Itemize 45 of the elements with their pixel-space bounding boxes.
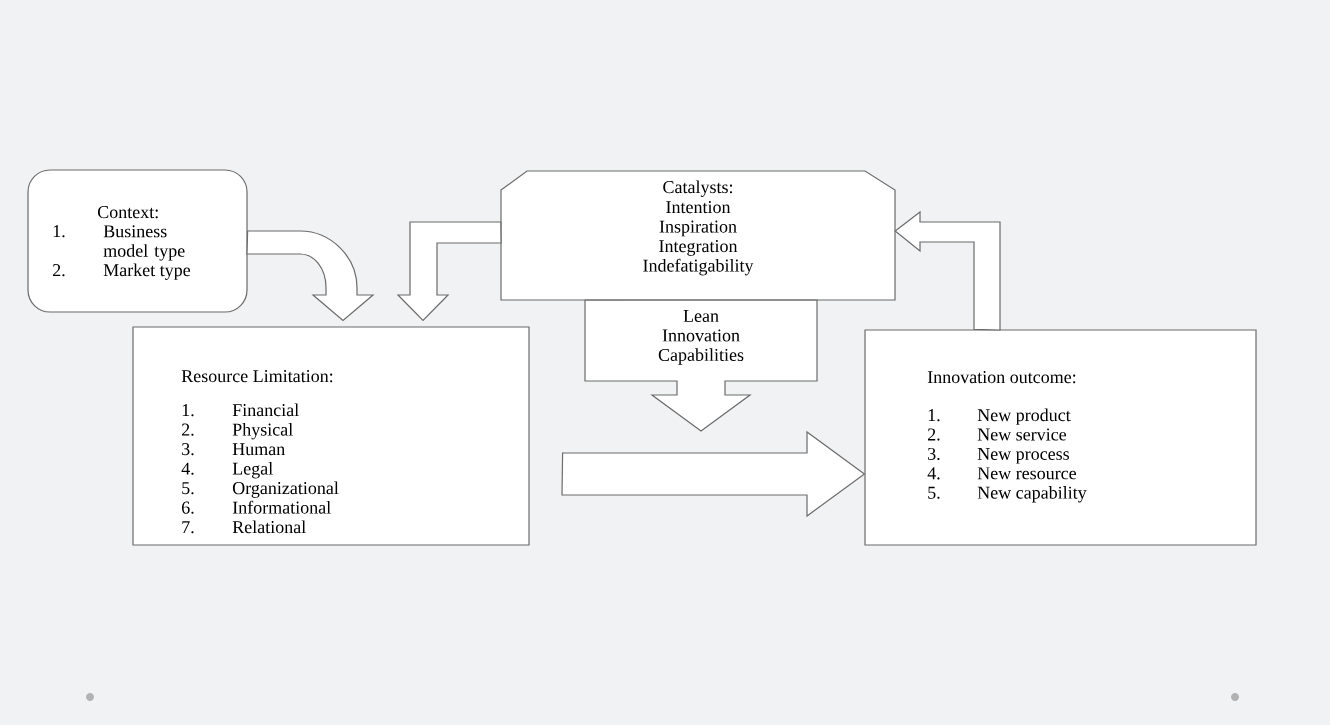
- list-item: Financial: [232, 403, 299, 417]
- list-item: New resource: [977, 467, 1077, 480]
- list-item: Organizational: [232, 481, 339, 498]
- list-item: Inspiration: [659, 220, 737, 237]
- list-number: 3.: [928, 447, 940, 461]
- list-number: 5.: [928, 486, 940, 499]
- list-item: Legal: [232, 462, 273, 479]
- list-number: 1.: [182, 404, 194, 417]
- list-number: 2.: [182, 423, 194, 436]
- list-number: 1.: [53, 225, 65, 238]
- list-number: 4.: [927, 467, 940, 480]
- list-item: Business model type: [103, 225, 185, 261]
- list-number: 5.: [182, 482, 194, 495]
- list-item: Informational: [232, 500, 331, 514]
- heading: Innovation outcome:: [927, 371, 1076, 384]
- list-item: Indefatigability: [643, 258, 754, 276]
- block-arrow: [246, 230, 374, 321]
- heading: Catalysts:: [663, 180, 733, 197]
- list-number: 4.: [181, 462, 194, 475]
- heading: Context:: [97, 206, 158, 219]
- list-number: 3.: [182, 443, 194, 456]
- block-arrow: [396, 221, 502, 322]
- list-item: New capability: [977, 486, 1087, 503]
- edge-label: Lean Innovation Capabilities: [651, 308, 751, 365]
- list-item: Integration: [659, 240, 738, 256]
- list-item: Intention: [666, 201, 731, 214]
- block-arrow: [894, 210, 1001, 331]
- list-item: New product: [977, 408, 1071, 425]
- list-item: New process: [977, 448, 1069, 464]
- list-number: 2.: [928, 428, 940, 441]
- rounded-box: [27, 169, 248, 313]
- heading: Resource Limitation:: [181, 370, 333, 383]
- block-arrow: [561, 430, 866, 518]
- list-box: [864, 329, 1257, 546]
- list-item: Market type: [103, 263, 191, 280]
- list-number: 7.: [182, 521, 194, 534]
- list-item: Human: [232, 443, 285, 456]
- list-item: New service: [977, 428, 1067, 441]
- list-number: 1.: [928, 409, 940, 422]
- cut-corner-box: [500, 170, 896, 301]
- list-item: Physical: [232, 423, 293, 440]
- list-item: Relational: [232, 520, 306, 534]
- list-box: [132, 326, 530, 546]
- list-number: 2.: [53, 264, 65, 277]
- list-number: 6.: [182, 501, 194, 514]
